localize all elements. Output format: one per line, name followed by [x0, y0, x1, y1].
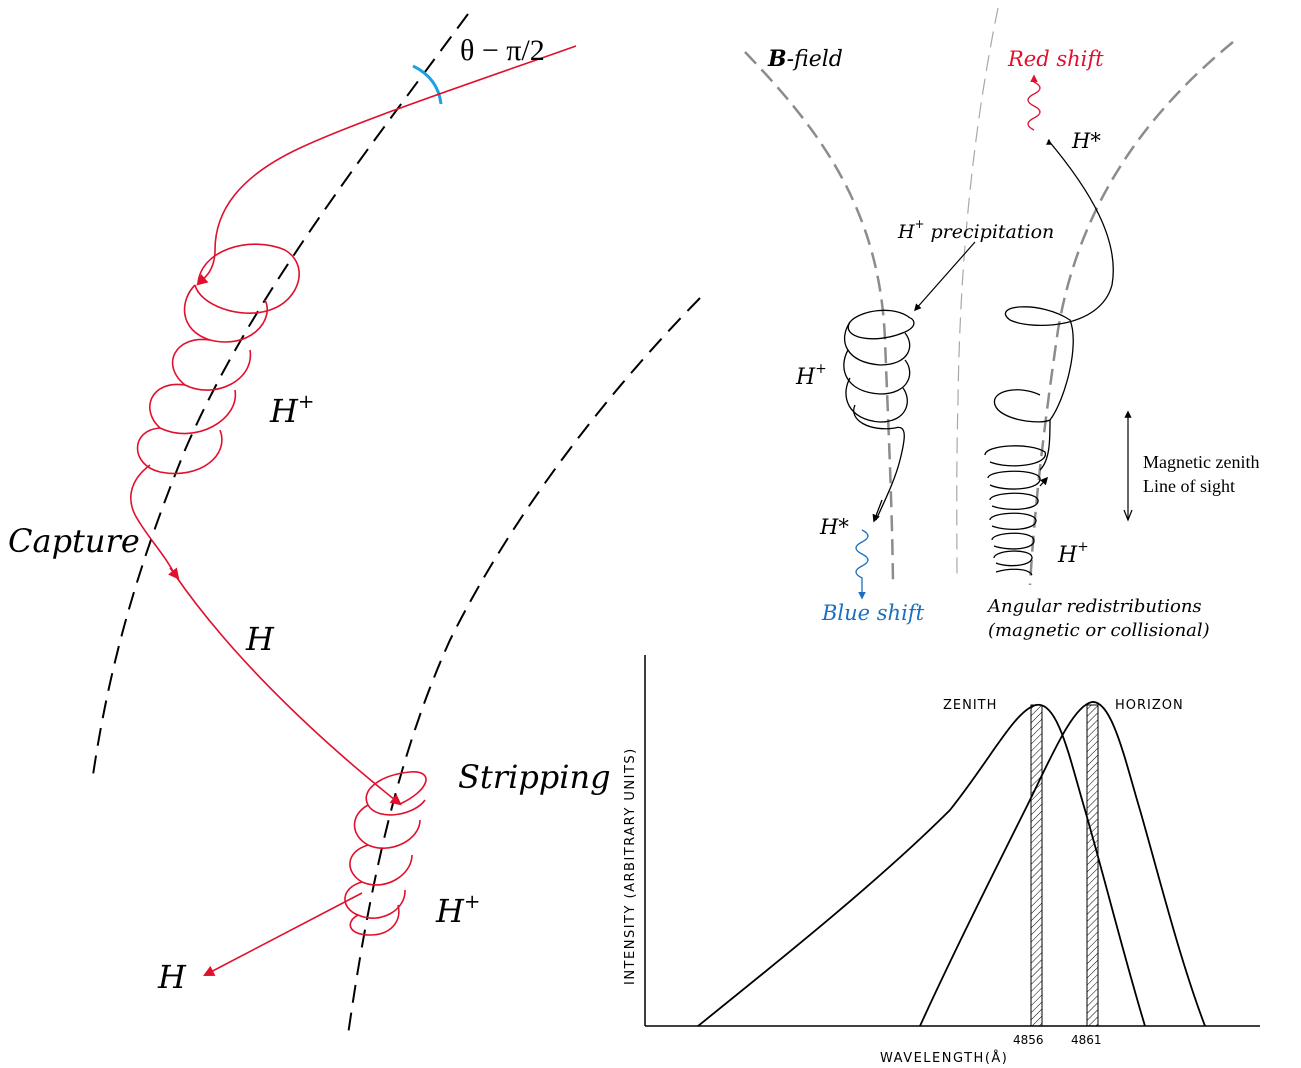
- field-line-left: [92, 13, 469, 776]
- incoming-trajectory: [196, 45, 577, 286]
- x-tick-4861: 4861: [1071, 1033, 1102, 1047]
- zenith-arrow-tail: [1123, 509, 1133, 522]
- capture-label: Capture: [8, 522, 140, 560]
- precipitation-arrow: [914, 241, 976, 312]
- magnetic-zenith-label: Magnetic zenith: [1143, 452, 1259, 472]
- neutral-arrow: [168, 567, 180, 580]
- red-shift-wave: [1027, 74, 1041, 131]
- lower-helix: [344, 771, 427, 936]
- right-mid-arrow: [1039, 476, 1049, 487]
- bfield-label: B-field: [767, 46, 843, 72]
- zenith-series-label: ZENITH: [943, 698, 997, 713]
- line-of-sight-label: Line of sight: [1143, 476, 1235, 496]
- angle-label: θ − π/2: [460, 34, 545, 67]
- hplus-lower-label: H+: [435, 890, 481, 930]
- upper-helix: [130, 243, 300, 576]
- horizon-curve: [919, 701, 1206, 1027]
- horizon-series-label: HORIZON: [1115, 698, 1184, 713]
- field-line-right: [347, 297, 701, 1036]
- bfield-line-1: [744, 51, 895, 583]
- red-shift-label: Red shift: [1007, 47, 1104, 71]
- zenith-curve: [697, 704, 1146, 1027]
- angular-redist-label-1: Angular redistributions: [986, 596, 1202, 617]
- x-tick-4856: 4856: [1013, 1033, 1044, 1047]
- left-panel: θ − π/2 H+ Capture H Stripping H+ H: [8, 13, 701, 1036]
- band-4856: [1030, 704, 1043, 1027]
- neutral-trajectory: [174, 574, 402, 806]
- band-4861: [1086, 704, 1099, 1027]
- hplus-right-label: H+: [1057, 539, 1089, 568]
- y-axis-label: INTENSITY (ARBITRARY UNITS): [623, 747, 638, 985]
- left-helix: [843, 309, 915, 521]
- hplus-upper-label: H+: [269, 390, 315, 430]
- h-neutral-label: H: [245, 620, 275, 658]
- right-top-panel: B-field Red shift H* H+ precipitation H+…: [744, 7, 1259, 641]
- spectrum-chart: ZENITH HORIZON 4856 4861 WAVELENGTH(Å) I…: [623, 655, 1260, 1066]
- angular-redist-label-2: (magnetic or collisional): [988, 620, 1210, 641]
- right-helix-arrow: [1046, 138, 1053, 145]
- exit-trajectory: [203, 892, 363, 977]
- x-axis-label: WAVELENGTH(Å): [880, 1050, 1008, 1066]
- precipitation-label: H+ precipitation: [897, 217, 1054, 243]
- blue-shift-label: Blue shift: [821, 601, 925, 625]
- bfield-line-3: [1028, 41, 1234, 586]
- hstar-top-label: H*: [1071, 129, 1101, 153]
- h-exit-label: H: [157, 958, 187, 996]
- right-helix: [984, 139, 1114, 576]
- hplus-left-label: H+: [795, 361, 827, 390]
- angle-arc: [412, 64, 443, 105]
- stripping-label: Stripping: [458, 758, 611, 796]
- blue-shift-wave: [855, 529, 869, 600]
- left-helix-exit: [872, 499, 883, 523]
- hstar-left-label: H*: [819, 515, 849, 539]
- bfield-line-2: [956, 7, 999, 581]
